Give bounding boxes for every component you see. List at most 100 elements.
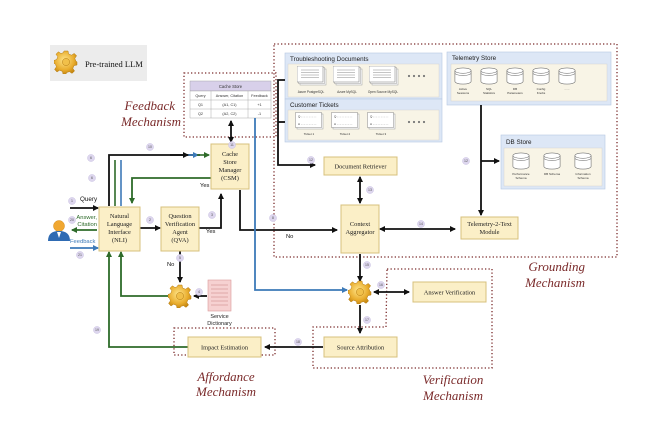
affordance-gear-to-nli-arrow <box>118 251 170 297</box>
ticket-label: Ticket 1 <box>304 132 315 136</box>
csm-no-to-context-arrow <box>239 190 338 233</box>
query-label: Query <box>80 196 98 203</box>
step-badge: 21 <box>76 251 84 259</box>
svg-text:Q: Q <box>334 115 337 119</box>
yes-label: Yes <box>206 229 216 235</box>
csm-yes-to-nli-arrow <box>129 177 211 204</box>
step-number: 16 <box>379 283 383 287</box>
more-ellipsis-icon <box>407 120 426 124</box>
cache-cell: Q2 <box>198 112 203 116</box>
step-badge: 17 <box>363 316 371 324</box>
source-attribution-box[interactable]: Source Attribution <box>323 336 398 358</box>
step-number: 19 <box>95 328 99 332</box>
svg-text:Source Attribution: Source Attribution <box>337 345 385 352</box>
step-number: 11 <box>230 143 234 147</box>
svg-text:Store: Store <box>223 159 237 166</box>
svg-text:Impact Estimation: Impact Estimation <box>201 345 249 352</box>
step-badge: 10 <box>146 143 154 151</box>
step-badge: 20 <box>68 216 76 224</box>
nli-box[interactable]: Natural Language Interface (NLI) <box>98 206 141 252</box>
answer-verification-box[interactable]: Answer Verification <box>412 281 487 303</box>
cache-store-title: Cache Store <box>219 84 243 89</box>
svg-text:(QVA): (QVA) <box>171 237 188 244</box>
service-dictionary-label-1: Service <box>210 314 228 320</box>
legend: Pre-trained LLM <box>50 45 147 81</box>
verification-mechanism-region <box>312 268 493 369</box>
step-number: 20 <box>70 218 74 222</box>
step-badge: 8 <box>269 214 277 222</box>
step-number: 14 <box>419 222 423 226</box>
database-label: Config <box>537 87 546 91</box>
answer-label-1: Answer, <box>76 215 97 221</box>
csm-box[interactable]: Cache Store Manager (CSM) <box>210 143 250 190</box>
yes-label: Yes <box>200 183 210 189</box>
svg-text:Cache: Cache <box>222 151 238 158</box>
affordance-mechanism-label-1: Affordance <box>196 369 255 384</box>
step-badge: 12 <box>462 157 470 165</box>
svg-text:Language: Language <box>107 221 132 228</box>
svg-text:Aggregator: Aggregator <box>345 229 375 236</box>
step-number: 1 <box>71 199 73 203</box>
svg-text:Agent: Agent <box>172 229 188 236</box>
svg-text:Module: Module <box>480 229 500 236</box>
ticket-card: Q A Ticket 2 <box>331 112 360 136</box>
database-label: DB <box>513 87 517 91</box>
feedback-label: Feedback <box>70 239 96 245</box>
cache-col-feedback: Feedback <box>251 94 268 98</box>
verification-mechanism-label-2: Mechanism <box>422 388 483 403</box>
affordance-llm-gear-icon <box>168 284 192 308</box>
step-badge: 2 <box>146 216 154 224</box>
svg-text:Interface: Interface <box>108 229 131 236</box>
database-label: Schema <box>577 176 588 180</box>
step-badge: 3 <box>208 211 216 219</box>
database-label: Knobs <box>537 91 546 95</box>
step-number: 13 <box>368 188 372 192</box>
database-label: Sessions <box>457 91 470 95</box>
database-icon: DB Schema <box>543 152 561 176</box>
svg-text:(NLI): (NLI) <box>112 237 127 244</box>
database-label: Statistics <box>483 91 496 95</box>
doc-label: Azure MySQL <box>337 90 357 94</box>
step-badge: 18 <box>294 338 302 346</box>
context-aggregator-box[interactable]: Context Aggregator <box>340 204 380 254</box>
nli-to-csm-black <box>108 154 200 206</box>
ticket-card: Q A Ticket 1 <box>295 112 324 136</box>
database-label: SQL <box>486 87 492 91</box>
svg-text:Q: Q <box>370 115 373 119</box>
svg-text:Telemetry-2-Text: Telemetry-2-Text <box>467 221 512 228</box>
telemetry-store-title: Telemetry Store <box>452 55 497 62</box>
customer-tickets-title: Customer Tickets <box>290 102 339 109</box>
svg-text:Natural: Natural <box>110 213 129 220</box>
telemetry-2-text-box[interactable]: Telemetry-2-Text Module <box>460 216 519 240</box>
cache-cell: (A2, C2) <box>222 112 237 116</box>
step-number: 6 <box>91 176 93 180</box>
document-icon <box>297 66 327 86</box>
database-label: ...... <box>564 87 569 91</box>
document-retriever-box[interactable]: Document Retriever <box>323 156 398 176</box>
ticket-card: Q A Ticket 3 <box>367 112 396 136</box>
step-number: 3 <box>211 213 213 217</box>
dictionary-icon <box>207 279 232 312</box>
impact-estimation-box[interactable]: Impact Estimation <box>187 336 262 358</box>
doc-label: Open Source MySQL <box>368 90 399 94</box>
affordance-mechanism-label-2: Mechanism <box>195 384 256 399</box>
database-label: Schema <box>515 176 526 180</box>
svg-text:Verification: Verification <box>165 221 196 228</box>
step-badge: 4 <box>195 288 203 296</box>
qva-box[interactable]: Question Verification Agent (QVA) <box>160 206 200 252</box>
legend-label: Pre-trained LLM <box>85 59 143 69</box>
cache-cell: (A1, C1) <box>222 103 237 107</box>
step-badge: 12 <box>307 156 315 164</box>
grounding-mechanism-label-2: Mechanism <box>524 275 585 290</box>
db-store-title: DB Store <box>506 139 532 146</box>
step-number: 21 <box>78 253 82 257</box>
grounding-mechanism-region <box>273 43 618 258</box>
step-badge: 14 <box>417 220 425 228</box>
step-number: 15 <box>365 263 369 267</box>
step-number: 17 <box>365 318 369 322</box>
step-badge: 11 <box>228 141 236 149</box>
